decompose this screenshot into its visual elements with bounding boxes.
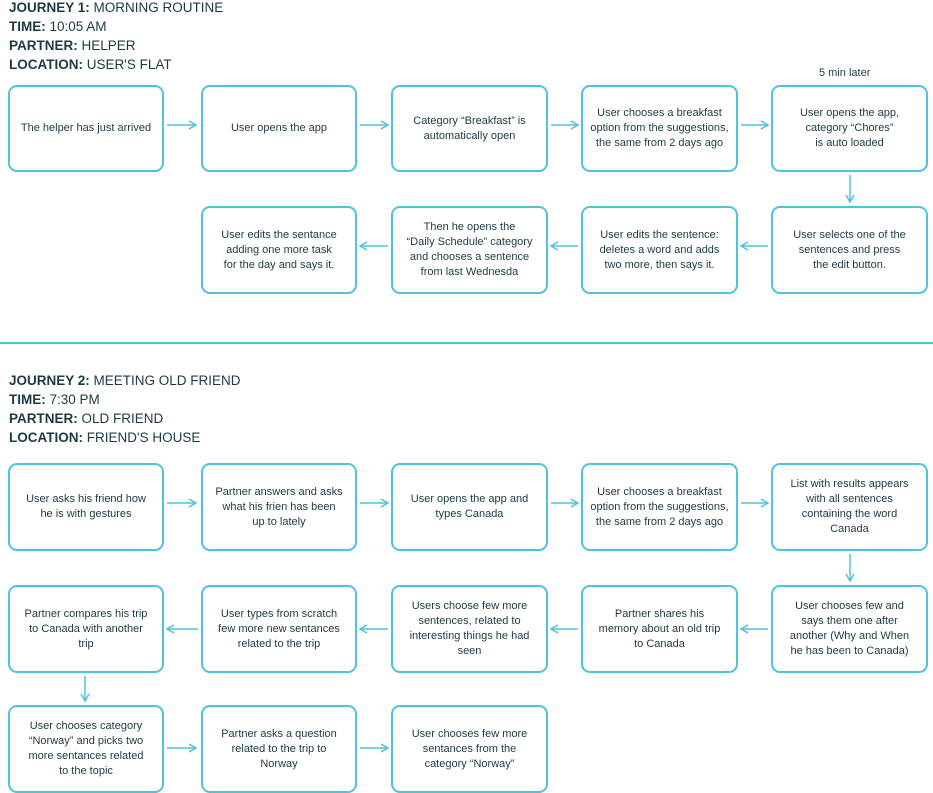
j1-step-4: User chooses a breakfast option from the… [581, 85, 738, 172]
j1-step-5: User opens the app, category “Chores” is… [771, 85, 928, 172]
journey2-partner: PARTNER: OLD FRIEND [9, 411, 164, 426]
journey1-partner: PARTNER: HELPER [9, 38, 136, 53]
j1-step-2: User opens the app [201, 85, 357, 172]
j2-step-2: Partner answers and asks what his frien … [201, 463, 357, 551]
j1-step-6: User selects one of the sentences and pr… [771, 206, 928, 294]
j2-step-13: User chooses few more sentances from the… [391, 705, 548, 793]
time-note: 5 min later [819, 67, 871, 79]
journey1-location: LOCATION: USER'S FLAT [9, 57, 172, 72]
j2-step-7: Partner shares his memory about an old t… [581, 585, 738, 673]
journey2-time: TIME: 7:30 PM [9, 392, 100, 407]
section-divider [0, 342, 933, 344]
j1-step-3: Category “Breakfast” is automatically op… [391, 85, 548, 172]
j2-step-9: User types from scratch few more new sen… [201, 585, 357, 673]
j2-step-8: Users choose few more sentences, related… [391, 585, 548, 673]
j2-step-12: Partner asks a question related to the t… [201, 705, 357, 793]
j2-step-3: User opens the app and types Canada [391, 463, 548, 551]
j2-step-6: User chooses few and says them one after… [771, 585, 928, 673]
j1-step-1: The helper has just arrived [8, 85, 164, 172]
journey2-header: JOURNEY 2: MEETING OLD FRIEND TIME: 7:30… [9, 371, 241, 447]
journey1-title: JOURNEY 1: MORNING ROUTINE [9, 0, 224, 15]
journey1-header: JOURNEY 1: MORNING ROUTINE TIME: 10:05 A… [9, 0, 223, 74]
j2-step-10: Partner compares his trip to Canada with… [8, 585, 164, 673]
j2-step-5: List with results appears with all sente… [771, 463, 928, 551]
journey2-title: JOURNEY 2: MEETING OLD FRIEND [9, 373, 241, 388]
journey1-time: TIME: 10:05 AM [9, 19, 107, 34]
j1-step-8: Then he opens the “Daily Schedule” categ… [391, 206, 548, 294]
journey2-location: LOCATION: FRIEND'S HOUSE [9, 430, 201, 445]
j2-step-1: User asks his friend how he is with gest… [8, 463, 164, 551]
j1-step-9: User edits the sentance adding one more … [201, 206, 357, 294]
j2-step-11: User chooses category “Norway” and picks… [8, 705, 164, 793]
j2-step-4: User chooses a breakfast option from the… [581, 463, 738, 551]
j1-step-7: User edits the sentence: deletes a word … [581, 206, 738, 294]
